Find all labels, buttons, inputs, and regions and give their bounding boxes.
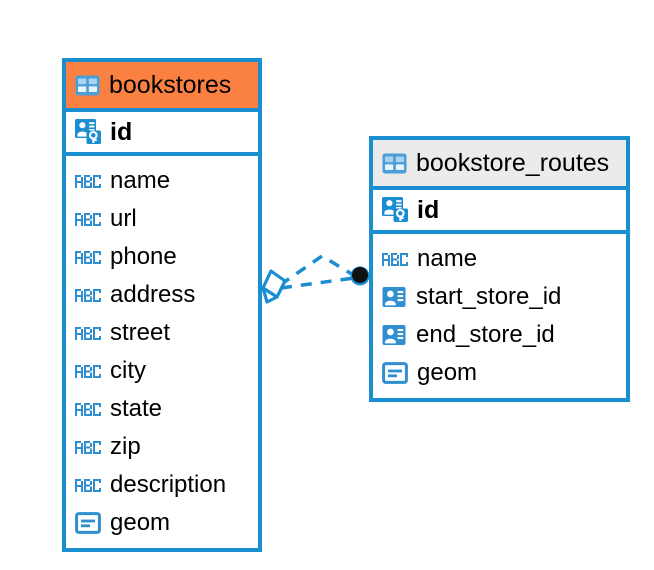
abc-text-icon: [75, 364, 101, 378]
field-label: name: [110, 167, 171, 194]
relationship-line-upper: [279, 253, 356, 287]
field-row-geom[interactable]: geom: [66, 504, 258, 542]
field-row-phone[interactable]: phone: [66, 238, 258, 276]
field-row-name[interactable]: name: [373, 240, 626, 278]
entity-header[interactable]: bookstores: [66, 62, 258, 108]
field-list: name: [66, 156, 258, 548]
entity-header[interactable]: bookstore_routes: [373, 140, 626, 186]
abc-text-icon: [75, 250, 101, 264]
field-label: geom: [110, 509, 171, 536]
field-row-city[interactable]: city: [66, 352, 258, 390]
entity-bookstore-routes[interactable]: bookstore_routes id: [369, 136, 630, 402]
abc-text-icon: [75, 478, 101, 492]
field-label: geom: [417, 359, 478, 386]
foreign-key-icon: [382, 324, 407, 346]
field-row-end-store-id[interactable]: end_store_id: [373, 316, 626, 354]
field-row-name[interactable]: name: [66, 162, 258, 200]
geometry-icon: [382, 362, 408, 384]
field-label: id: [110, 117, 133, 146]
abc-text-icon: [382, 252, 408, 266]
field-row-url[interactable]: url: [66, 200, 258, 238]
primary-key-row[interactable]: id: [373, 186, 626, 234]
field-row-address[interactable]: address: [66, 276, 258, 314]
diamond-marker: [261, 269, 287, 304]
field-row-state[interactable]: state: [66, 390, 258, 428]
field-row-geom[interactable]: geom: [373, 354, 626, 392]
field-row-description[interactable]: description: [66, 466, 258, 504]
entity-bookstores[interactable]: bookstores id: [62, 58, 262, 552]
field-label: start_store_id: [416, 283, 562, 310]
field-label: street: [110, 319, 171, 346]
field-row-street[interactable]: street: [66, 314, 258, 352]
field-label: end_store_id: [416, 321, 555, 348]
field-row-zip[interactable]: zip: [66, 428, 258, 466]
abc-text-icon: [75, 212, 101, 226]
relationship-line-lower: [280, 276, 355, 290]
abc-text-icon: [75, 402, 101, 416]
abc-text-icon: [75, 288, 101, 302]
primary-key-icon: [75, 119, 102, 145]
entity-title: bookstores: [109, 70, 232, 99]
primary-key-row[interactable]: id: [66, 108, 258, 156]
abc-text-icon: [75, 326, 101, 340]
field-label: address: [110, 281, 196, 308]
field-label: url: [110, 205, 137, 232]
field-row-start-store-id[interactable]: start_store_id: [373, 278, 626, 316]
field-label: id: [417, 195, 440, 224]
table-icon: [382, 153, 407, 174]
geometry-icon: [75, 512, 101, 534]
field-label: city: [110, 357, 146, 384]
foreign-key-icon: [382, 286, 407, 308]
entity-title: bookstore_routes: [416, 148, 610, 177]
abc-text-icon: [75, 440, 101, 454]
field-list: name start_store_id: [373, 234, 626, 398]
field-label: description: [110, 471, 227, 498]
abc-text-icon: [75, 174, 101, 188]
field-label: zip: [110, 433, 141, 460]
field-label: name: [417, 245, 478, 272]
filled-circle-marker: [350, 266, 370, 286]
primary-key-icon: [382, 197, 409, 223]
table-icon: [75, 75, 100, 96]
field-label: phone: [110, 243, 177, 270]
field-label: state: [110, 395, 163, 422]
